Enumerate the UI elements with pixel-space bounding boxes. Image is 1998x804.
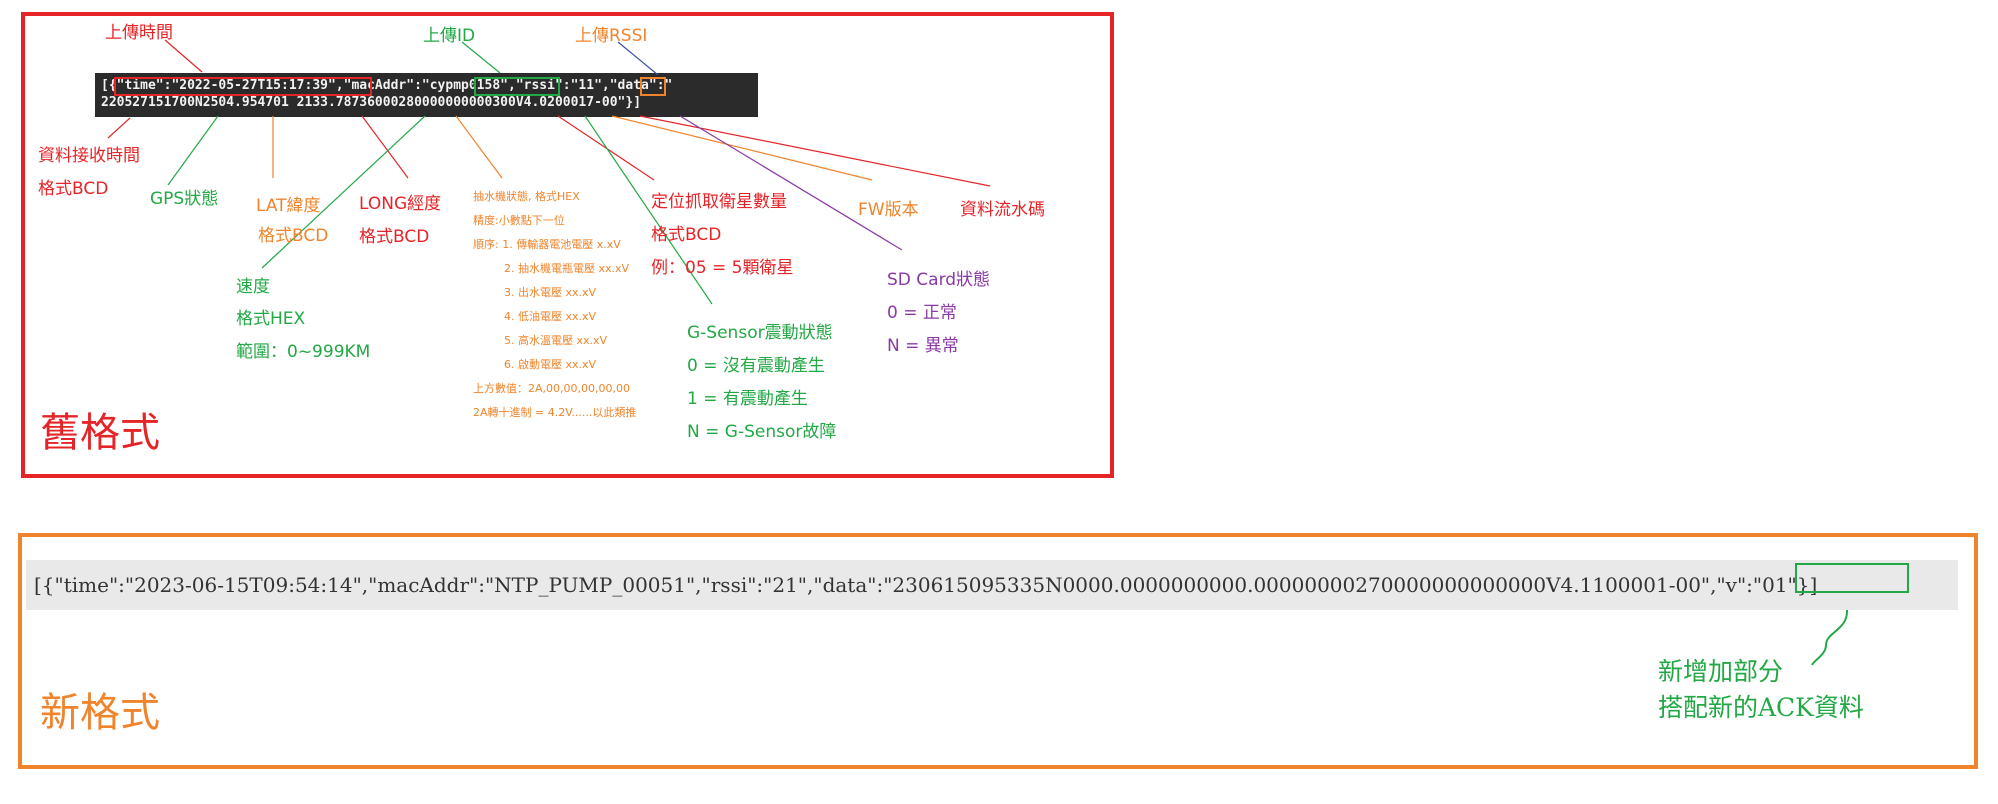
label-gsensor-n: N = G-Sensor故障 <box>687 422 837 442</box>
label-pump-precision: 精度:小數點下一位 <box>473 214 565 227</box>
new-format-note-line1: 新增加部分 <box>1658 657 1784 686</box>
label-pump-example1: 上方數值：2A,00,00,00,00,00 <box>473 382 630 395</box>
label-speed: 速度 <box>236 277 270 297</box>
label-satellite-example: 例：05 = 5顆衛星 <box>651 258 794 278</box>
label-sd-card-0: 0 = 正常 <box>887 303 957 323</box>
label-lat: LAT緯度 <box>256 196 321 216</box>
label-pump-example2: 2A轉十進制 = 4.2V......以此類推 <box>473 406 637 419</box>
label-recv-time-format: 格式BCD <box>38 179 109 199</box>
label-sd-card: SD Card狀態 <box>887 270 991 290</box>
label-pump-4: 4. 低油電壓 xx.xV <box>504 310 597 323</box>
new-format-title: 新格式 <box>40 690 160 736</box>
label-serial-number: 資料流水碼 <box>960 200 1045 220</box>
highlight-new-v-field <box>1795 563 1909 593</box>
label-pump-state: 抽水機狀態, 格式HEX <box>473 190 580 203</box>
old-code-line1: [{"time":"2022-05-27T15:17:39","macAddr"… <box>101 78 673 93</box>
label-speed-format: 格式HEX <box>236 309 306 329</box>
label-fw-version: FW版本 <box>858 200 919 220</box>
new-format-code: [{"time":"2023-06-15T09:54:14","macAddr"… <box>26 560 1958 610</box>
label-satellite-format: 格式BCD <box>651 225 722 245</box>
label-gsensor-0: 0 = 沒有震動產生 <box>687 356 825 376</box>
label-sd-card-n: N = 異常 <box>887 336 959 356</box>
old-code-line2: 220527151700N2504.954701 2133.7873600028… <box>101 95 642 110</box>
old-format-frame <box>21 12 1114 478</box>
highlight-id <box>474 77 560 96</box>
label-lat-format: 格式BCD <box>258 226 329 246</box>
label-pump-5: 5. 高水溫電壓 xx.xV <box>504 334 608 347</box>
label-speed-range: 範圍：0~999KM <box>236 342 371 362</box>
highlight-time <box>114 77 372 96</box>
new-format-frame <box>18 533 1978 769</box>
label-pump-6: 6. 啟動電壓 xx.xV <box>504 358 597 371</box>
new-format-note-line2: 搭配新的ACK資料 <box>1658 693 1864 722</box>
label-upload-id: 上傳ID <box>423 26 476 46</box>
label-pump-order: 順序: 1. 傳輸器電池電壓 x.xV <box>473 238 621 251</box>
label-upload-time: 上傳時間 <box>105 23 173 43</box>
label-recv-time: 資料接收時間 <box>38 146 140 166</box>
label-long: LONG經度 <box>359 194 442 214</box>
label-gsensor-1: 1 = 有震動產生 <box>687 389 808 409</box>
highlight-rssi <box>640 77 666 96</box>
label-pump-2: 2. 抽水機電瓶電壓 xx.xV <box>504 262 630 275</box>
label-long-format: 格式BCD <box>359 227 430 247</box>
old-format-title: 舊格式 <box>40 410 160 456</box>
label-pump-3: 3. 出水電壓 xx.xV <box>504 286 597 299</box>
label-gps-state: GPS狀態 <box>150 189 219 209</box>
label-upload-rssi: 上傳RSSI <box>575 26 648 46</box>
label-satellite-count: 定位抓取衛星數量 <box>651 192 787 212</box>
label-gsensor: G-Sensor震動狀態 <box>687 323 833 343</box>
